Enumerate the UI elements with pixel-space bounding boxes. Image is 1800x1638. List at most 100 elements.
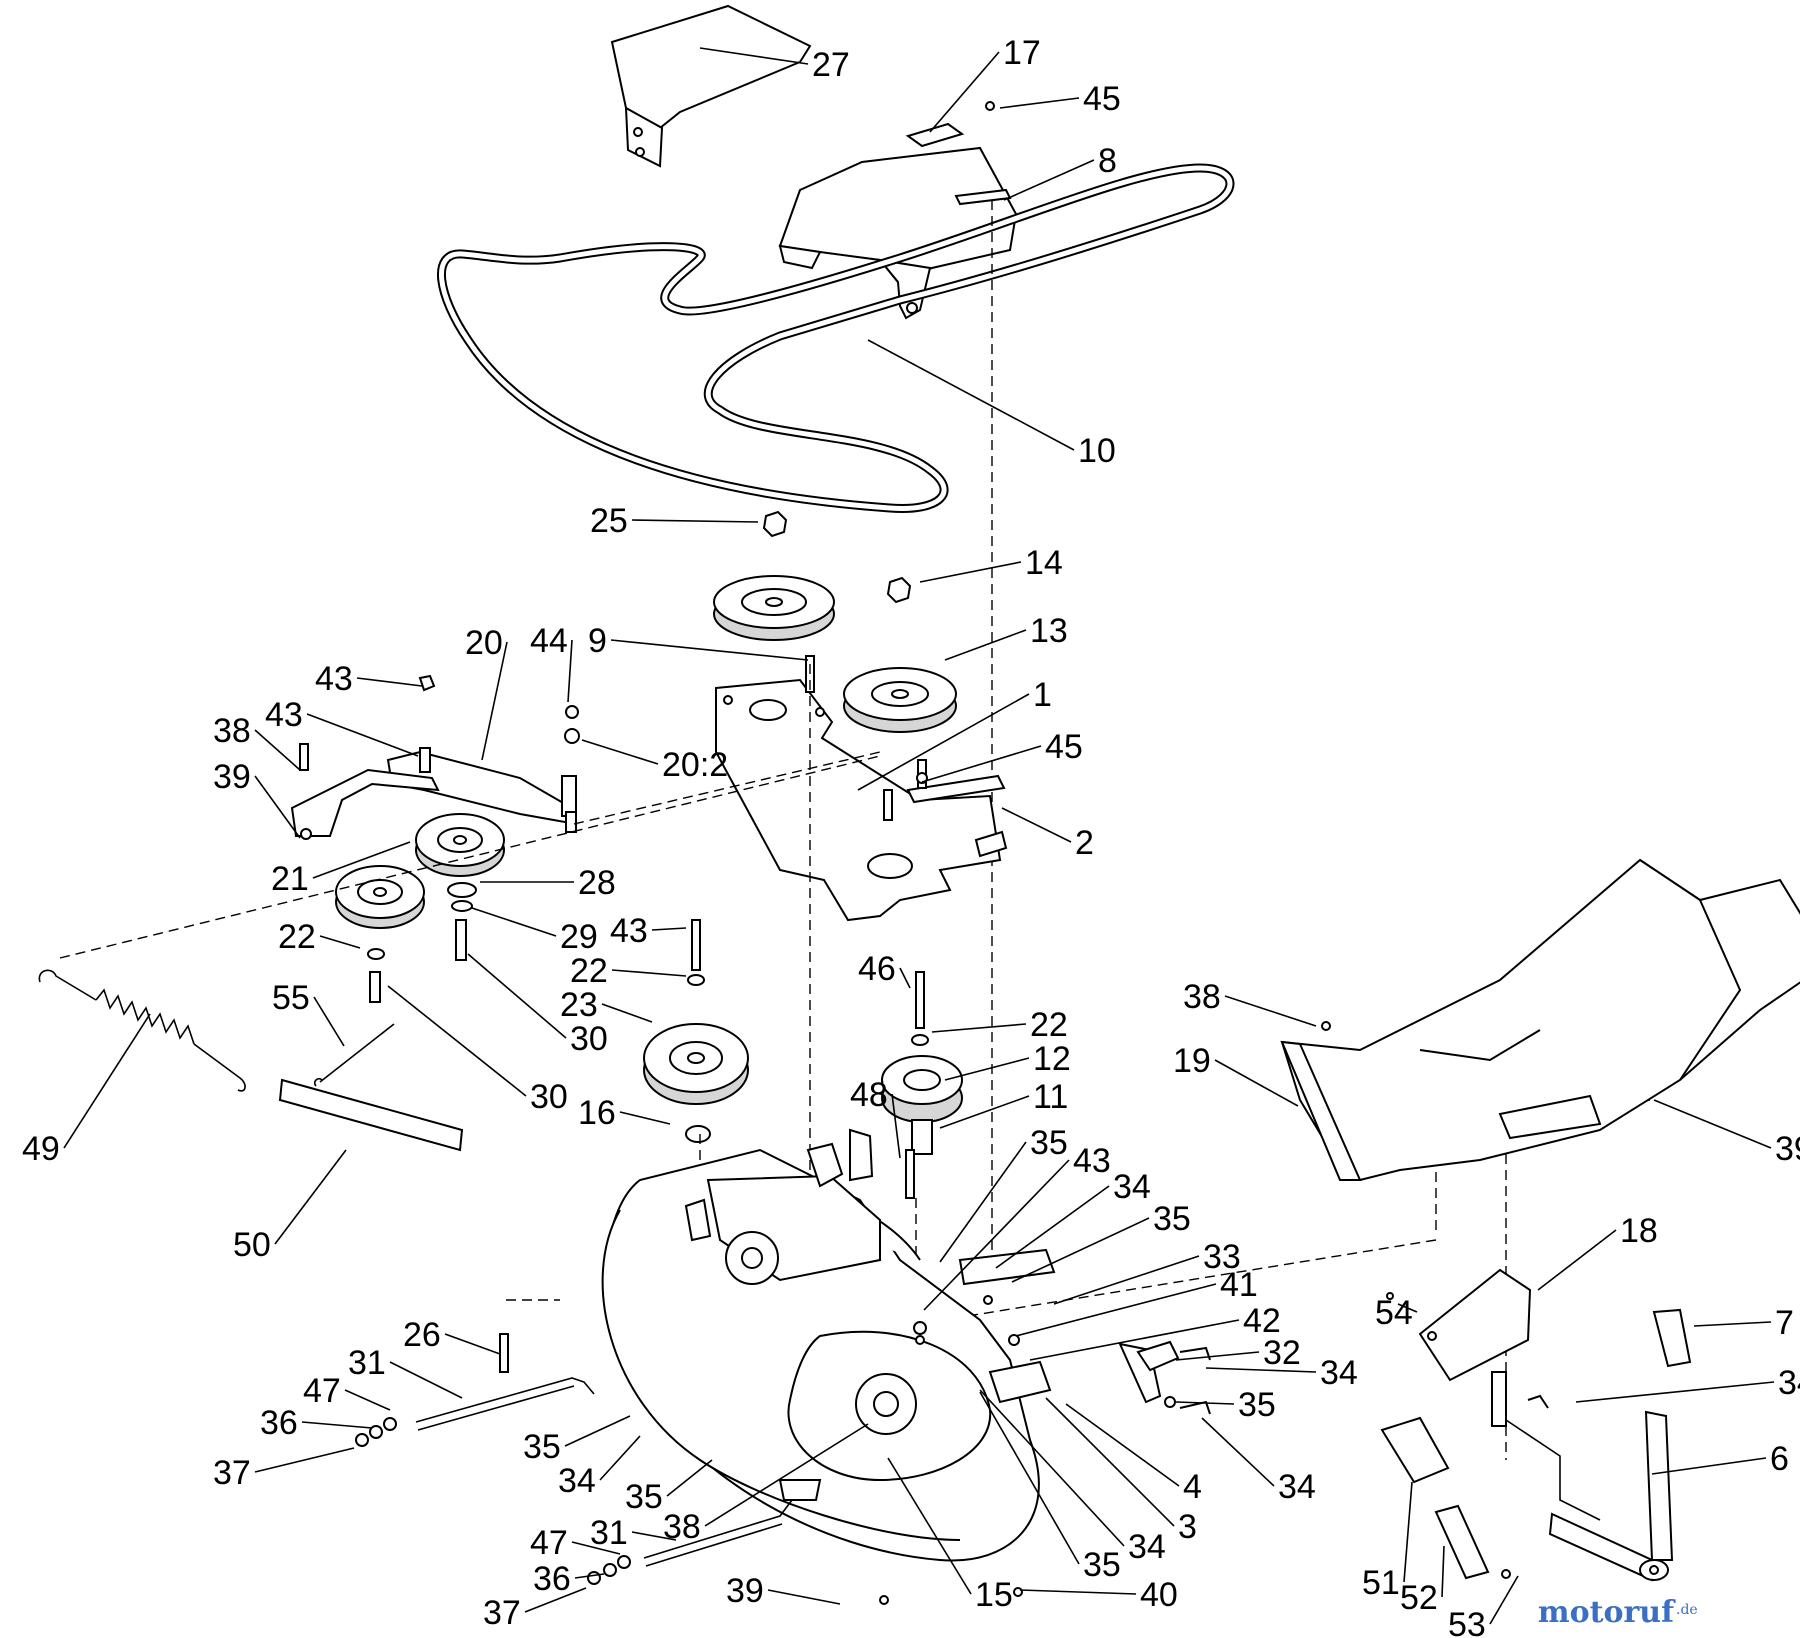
callout-l14: 14	[1025, 544, 1063, 582]
leader-l54	[1397, 1303, 1418, 1313]
callout-l37a: 37	[213, 1454, 251, 1492]
leader-l18	[1537, 1229, 1617, 1291]
leader-l39c	[767, 1589, 841, 1605]
callout-l47a: 47	[303, 1372, 341, 1410]
callout-l34e: 34	[1278, 1468, 1316, 1506]
belt-cover-27	[610, 4, 812, 168]
callout-l50: 50	[233, 1226, 271, 1264]
callout-l45b: 45	[1045, 728, 1083, 766]
decal-17	[905, 122, 965, 148]
leader-l19	[1214, 1059, 1299, 1107]
bracket-18	[1386, 1268, 1601, 1521]
callout-l44: 44	[530, 622, 568, 660]
callout-l51: 51	[1362, 1564, 1400, 1602]
callout-l16: 16	[578, 1094, 616, 1132]
leader-l31a	[389, 1361, 463, 1399]
callout-l34c: 34	[1778, 1364, 1800, 1402]
leader-l55	[313, 996, 345, 1047]
callout-l1: 1	[1033, 676, 1052, 714]
callout-l49: 49	[22, 1130, 60, 1168]
leader-l43d	[923, 1159, 1070, 1311]
rod-31-lower	[587, 1499, 793, 1585]
callout-l26: 26	[403, 1316, 441, 1354]
callout-l41: 41	[1220, 1266, 1258, 1304]
callout-l32: 32	[1263, 1334, 1301, 1372]
leader-l51	[1403, 1481, 1413, 1583]
lever-6	[1548, 1410, 1674, 1582]
callout-l20: 20	[465, 624, 503, 662]
spacer-28-29	[447, 882, 477, 961]
callout-l40: 40	[1140, 1576, 1178, 1614]
callout-l34b: 34	[1320, 1354, 1358, 1392]
leader-l35e	[666, 1459, 713, 1497]
callout-l36a: 36	[260, 1404, 298, 1442]
callout-l34d: 34	[558, 1462, 596, 1500]
callout-l3: 3	[1178, 1508, 1197, 1546]
leader-l25	[631, 519, 759, 523]
callout-l22a: 22	[278, 918, 316, 956]
leader-l35d	[564, 1415, 631, 1447]
drive-belt-10	[437, 163, 1235, 514]
callout-l15: 15	[975, 1576, 1013, 1614]
leader-l22a	[319, 935, 361, 949]
leader-l12	[944, 1057, 1030, 1081]
watermark-brand: motoruf	[1538, 1595, 1676, 1630]
callout-l31b: 31	[590, 1514, 628, 1552]
hardware-32-34	[879, 1340, 1549, 1605]
handle-7	[1652, 1308, 1692, 1368]
leader-l29	[471, 907, 557, 937]
callout-l43a: 43	[315, 660, 353, 698]
callout-l30b: 30	[530, 1078, 568, 1116]
spring-49	[38, 969, 246, 1092]
callout-l22b: 22	[570, 952, 608, 990]
leader-l47a	[344, 1389, 391, 1411]
callout-l30a: 30	[570, 1020, 608, 1058]
callout-l53: 53	[1448, 1606, 1486, 1638]
leader-l35b	[1011, 1217, 1150, 1283]
leader-l34d	[599, 1435, 641, 1481]
leader-l45a	[999, 97, 1080, 109]
leader-l45b	[921, 745, 1042, 783]
callout-l17: 17	[1003, 34, 1041, 72]
callout-l43d: 43	[1073, 1142, 1111, 1180]
callout-l35b: 35	[1153, 1200, 1191, 1238]
callout-l35d: 35	[523, 1428, 561, 1466]
leader-l10	[867, 339, 1075, 451]
mounting-plate-1	[715, 655, 1008, 922]
leader-l17	[929, 51, 1000, 133]
callout-l36b: 36	[533, 1560, 571, 1598]
leader-l1	[857, 693, 1030, 791]
callout-l35e: 35	[625, 1478, 663, 1516]
callout-l29: 29	[560, 918, 598, 956]
leader-l2	[1001, 807, 1072, 843]
leader-l34b	[1205, 1367, 1317, 1373]
callout-l35f: 35	[1083, 1546, 1121, 1584]
callout-l6: 6	[1770, 1440, 1789, 1478]
callout-l37b: 37	[483, 1594, 521, 1632]
watermark: motoruf .de	[1538, 1595, 1698, 1630]
leader-l36b	[574, 1573, 605, 1579]
callout-l4: 4	[1183, 1468, 1202, 1506]
callout-l34f: 34	[1128, 1528, 1166, 1566]
callout-l28: 28	[578, 864, 616, 902]
leader-l38c	[704, 1423, 869, 1527]
bracket-2	[906, 759, 1006, 804]
callout-l13: 13	[1030, 612, 1068, 650]
pulley-21	[415, 813, 505, 877]
callout-l47b: 47	[530, 1524, 568, 1562]
callout-l39a: 39	[213, 758, 251, 796]
leader-l53	[1489, 1575, 1519, 1625]
leader-l30a	[467, 953, 567, 1039]
leader-l38b	[1224, 995, 1317, 1027]
pulley-12	[881, 971, 963, 1199]
leader-l15	[887, 1457, 972, 1595]
leader-l31b	[631, 1531, 677, 1541]
pulley-25	[713, 510, 835, 641]
callout-l35a: 35	[1030, 1124, 1068, 1162]
leader-l6	[1651, 1457, 1767, 1475]
leader-l37b	[524, 1587, 587, 1613]
callout-l11: 11	[1033, 1078, 1068, 1116]
